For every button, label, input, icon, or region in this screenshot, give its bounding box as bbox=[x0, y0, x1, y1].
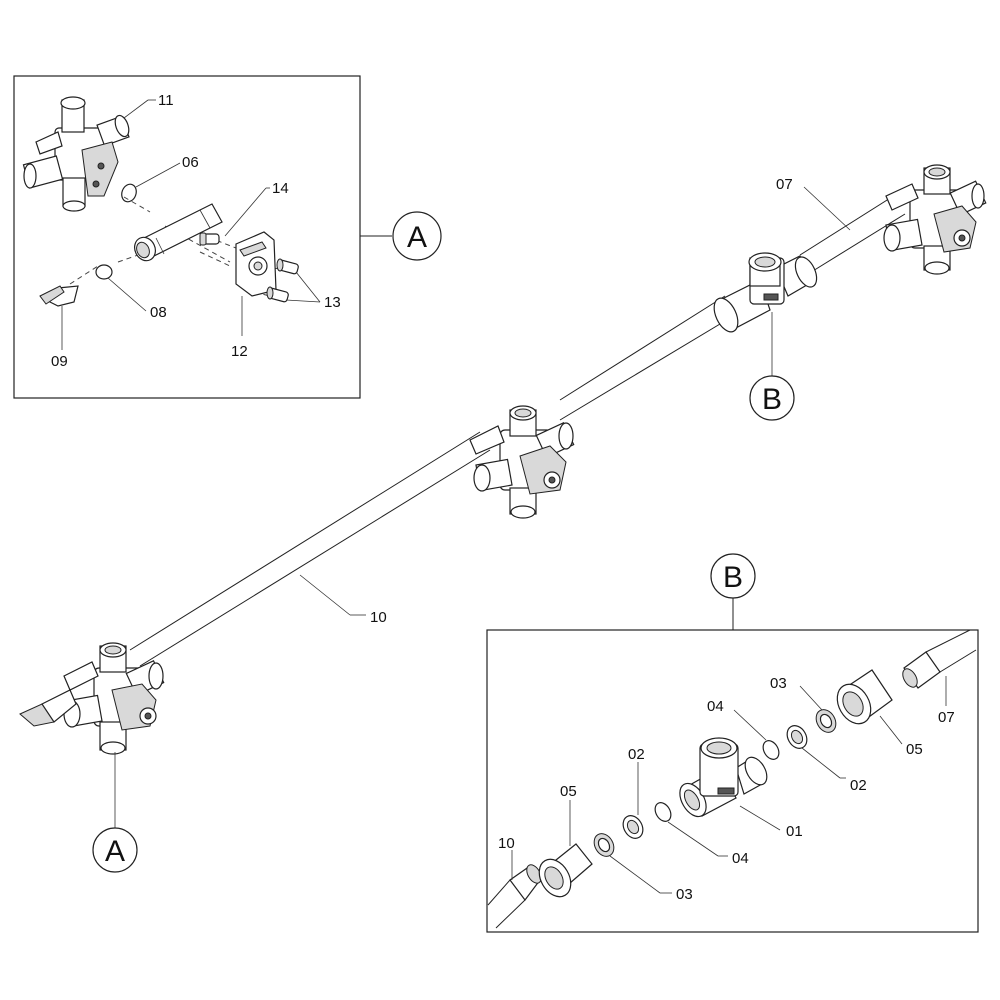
label-02-upper: 02 bbox=[850, 777, 867, 794]
callout-b-detail-label: B bbox=[723, 561, 743, 594]
detail-b-seal-04-left bbox=[654, 802, 672, 822]
callout-b-main-circle bbox=[749, 375, 795, 421]
label-04-upper: 04 bbox=[707, 698, 724, 715]
label-02-lower: 02 bbox=[628, 746, 645, 763]
detail-b-seal-04-right bbox=[762, 740, 780, 760]
callout-a-detail-label: A bbox=[407, 221, 427, 254]
label-04-lower: 04 bbox=[732, 850, 749, 867]
label-14: 14 bbox=[272, 180, 289, 197]
callout-a-detail-circle bbox=[392, 211, 442, 261]
label-11: 11 bbox=[158, 92, 174, 109]
part-08-o-ring bbox=[95, 264, 113, 280]
label-03-upper: 03 bbox=[770, 675, 787, 692]
detail-b-nut-05-right bbox=[836, 669, 893, 725]
label-05-left: 05 bbox=[560, 783, 577, 800]
label-03-lower: 03 bbox=[676, 886, 693, 903]
detail-b-nut-05-left bbox=[538, 843, 593, 898]
detail-b-frame bbox=[486, 629, 979, 933]
label-01: 01 bbox=[786, 823, 803, 840]
label-09: 09 bbox=[51, 353, 68, 370]
label-06: 06 bbox=[182, 154, 199, 171]
label-10-main: 10 bbox=[370, 609, 387, 626]
label-13: 13 bbox=[324, 294, 341, 311]
nozzle-assembly-left bbox=[19, 642, 165, 755]
detail-b-pipe-10 bbox=[487, 864, 542, 929]
part-12-clamp bbox=[235, 231, 277, 297]
part-nozzle-cartridge bbox=[134, 203, 223, 262]
label-12: 12 bbox=[231, 343, 248, 360]
callout-a-left-circle bbox=[92, 827, 138, 873]
part-11-nozzle-body bbox=[22, 96, 130, 212]
label-05-right: 05 bbox=[906, 741, 923, 758]
label-10-detail: 10 bbox=[498, 835, 515, 852]
detail-b-pipe-07 bbox=[902, 629, 977, 689]
label-08: 08 bbox=[150, 304, 167, 321]
nozzle-assembly-center bbox=[469, 405, 575, 519]
part-13-screws bbox=[266, 258, 299, 303]
part-10-boom-pipe bbox=[129, 295, 736, 667]
callout-b-main-label: B bbox=[762, 383, 782, 416]
tee-fitting-b bbox=[713, 252, 818, 333]
part-14-pin bbox=[199, 232, 220, 246]
part-06-o-ring bbox=[121, 183, 137, 203]
label-07-main: 07 bbox=[776, 176, 793, 193]
label-07-detail: 07 bbox=[938, 709, 955, 726]
detail-a-frame bbox=[13, 75, 361, 399]
nozzle-assembly-right bbox=[883, 164, 987, 275]
part-09-cap bbox=[39, 285, 79, 307]
detail-b-tee-01 bbox=[679, 737, 768, 818]
callout-a-left-label: A bbox=[105, 835, 125, 868]
